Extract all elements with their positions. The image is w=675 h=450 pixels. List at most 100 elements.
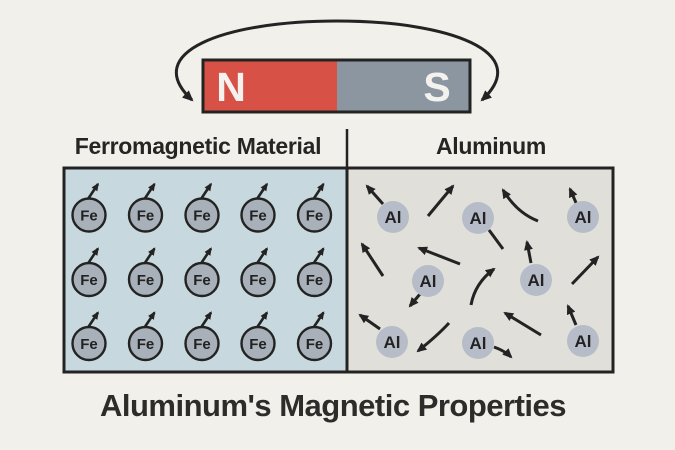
fe-atom-label: Fe xyxy=(193,272,211,289)
al-atom-circle xyxy=(520,264,552,296)
left-panel-title: Ferromagnetic Material xyxy=(75,133,321,159)
al-atom-circle xyxy=(377,201,409,233)
fe-atom-circle xyxy=(184,197,220,233)
fe-atom-label: Fe xyxy=(193,336,211,353)
al-atom: Al xyxy=(412,265,444,297)
fe-atom: Fe xyxy=(127,247,164,298)
al-atom-label: Al xyxy=(385,208,402,227)
al-moment-arrow xyxy=(417,246,461,266)
fe-atom-circle xyxy=(127,325,164,362)
fe-atom-circle xyxy=(296,325,333,362)
al-atom: Al xyxy=(377,201,409,233)
al-atom-circle xyxy=(462,327,494,359)
fe-atom: Fe xyxy=(240,182,276,233)
al-moment-arrow xyxy=(360,242,385,277)
al-atom-circle xyxy=(412,265,444,297)
fe-atom-circle xyxy=(296,261,333,298)
fe-atom-label: Fe xyxy=(306,336,324,353)
fe-atom-label: Fe xyxy=(306,272,324,289)
al-atom-label: Al xyxy=(384,333,401,352)
fe-atom: Fe xyxy=(296,182,333,233)
bar-magnet: N S xyxy=(201,58,472,114)
fe-atom-label: Fe xyxy=(249,208,267,225)
fe-atom: Fe xyxy=(71,311,107,362)
al-moment-arrow xyxy=(493,345,513,359)
al-moment-arrow xyxy=(568,187,579,206)
magnet-south-half xyxy=(337,60,470,112)
fe-atom: Fe xyxy=(71,182,107,233)
field-lines xyxy=(175,19,499,102)
al-atom: Al xyxy=(567,325,599,357)
al-moment-arrow xyxy=(503,311,542,337)
field-line-right xyxy=(336,19,499,102)
right-panel-title: Aluminum xyxy=(436,133,546,159)
al-atom-label: Al xyxy=(528,271,545,290)
al-atom: Al xyxy=(462,327,494,359)
south-pole-label: S xyxy=(423,64,450,110)
fe-atom-label: Fe xyxy=(249,272,267,289)
al-moment-arrow xyxy=(365,184,385,205)
fe-atom-circle xyxy=(127,197,164,233)
fe-atom-circle xyxy=(71,261,107,298)
al-atom-circle xyxy=(376,326,408,358)
al-moment-arrow xyxy=(566,304,578,326)
fe-atom-circle xyxy=(71,197,107,233)
fe-atom-label: Fe xyxy=(80,272,98,289)
fe-atom-label: Fe xyxy=(80,208,98,225)
al-moment-arrow xyxy=(416,321,451,353)
al-atom: Al xyxy=(462,202,494,234)
north-pole-label: N xyxy=(216,64,246,110)
page-title: Aluminum's Magnetic Properties xyxy=(100,388,566,423)
fe-atom: Fe xyxy=(240,311,276,362)
magnet-north-half xyxy=(203,60,337,112)
al-atom-circle xyxy=(567,201,599,233)
fe-atom: Fe xyxy=(184,311,220,362)
fe-atom-circle xyxy=(71,325,107,362)
al-arrows-group xyxy=(358,184,600,359)
fe-atom: Fe xyxy=(127,311,164,362)
al-atom-label: Al xyxy=(420,272,437,291)
fe-atom-circle xyxy=(240,261,276,298)
al-moment-arrow xyxy=(408,293,422,308)
fe-atom: Fe xyxy=(71,247,107,298)
fe-atom: Fe xyxy=(240,247,276,298)
fe-atom-circle xyxy=(240,325,276,362)
fe-atom-label: Fe xyxy=(193,208,211,225)
al-moment-arrow xyxy=(501,188,539,223)
al-moment-arrow xyxy=(487,229,505,250)
fe-atom-circle xyxy=(184,261,220,298)
fe-atom: Fe xyxy=(296,311,333,362)
al-atom-label: Al xyxy=(470,209,487,228)
fe-atom-circle xyxy=(296,197,333,233)
fe-atom-label: Fe xyxy=(249,336,267,353)
al-atom: Al xyxy=(520,264,552,296)
fe-atom: Fe xyxy=(296,247,333,298)
magnet-border xyxy=(201,58,472,114)
fe-atom-label: Fe xyxy=(137,272,155,289)
al-atom: Al xyxy=(376,326,408,358)
field-line-left xyxy=(175,19,338,102)
al-moment-arrow xyxy=(469,267,496,306)
al-atom-circle xyxy=(567,325,599,357)
fe-atom: Fe xyxy=(184,182,220,233)
al-moment-arrow xyxy=(570,255,600,286)
fe-atom: Fe xyxy=(127,182,164,233)
al-moment-arrow xyxy=(524,240,533,264)
al-atom-label: Al xyxy=(575,208,592,227)
fe-atom: Fe xyxy=(184,247,220,298)
al-atom: Al xyxy=(567,201,599,233)
al-moment-arrow xyxy=(358,313,381,331)
fe-atom-label: Fe xyxy=(80,336,98,353)
fe-atom-label: Fe xyxy=(137,208,155,225)
fe-atom-circle xyxy=(184,325,220,362)
al-atom-circle xyxy=(462,202,494,234)
fe-atom-circle xyxy=(127,261,164,298)
fe-atom-circle xyxy=(240,197,276,233)
fe-atom-label: Fe xyxy=(306,208,324,225)
al-atom-label: Al xyxy=(470,334,487,353)
al-atom-label: Al xyxy=(575,332,592,351)
